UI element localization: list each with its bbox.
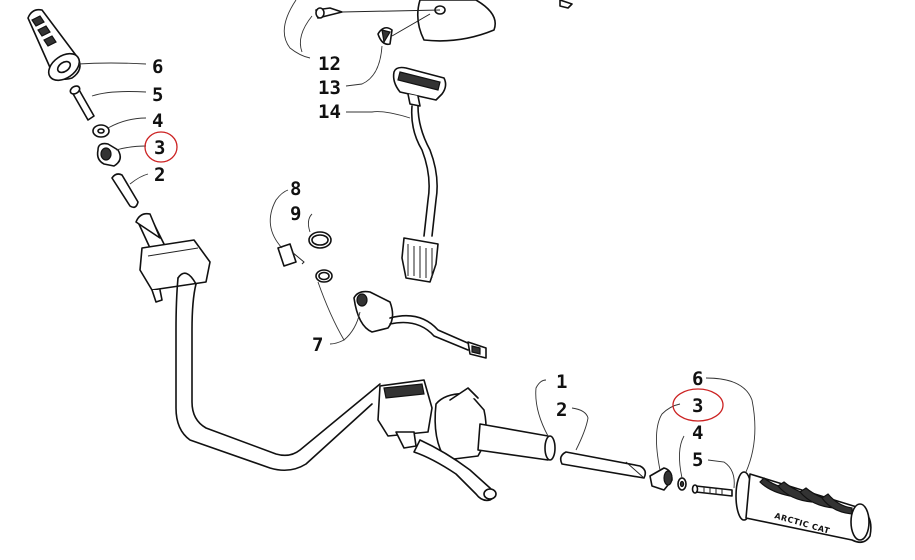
leader-lines [77,0,756,489]
right-bolt [691,484,733,497]
right-grip: ARCTIC CAT [735,471,872,544]
left-grip [27,8,81,82]
callout-mid-9: 9 [290,203,301,225]
brake-throttle-assembly [377,379,556,502]
left-bolt [69,85,95,121]
left-end-cap [96,142,122,167]
left-washer [92,124,110,138]
callout-mid-7: 7 [312,334,323,356]
callout-left-2: 2 [154,164,165,186]
callout-right-5: 5 [692,449,703,471]
right-end-cap [649,467,673,491]
callout-right-1: 1 [556,371,567,393]
callout-left-4: 4 [152,110,163,132]
callout-right-2: 2 [556,399,567,421]
right-bar-insert [559,451,647,479]
throttle-housing-parts [315,0,573,283]
kill-switch-parts [277,231,487,359]
right-washer [677,477,687,491]
callout-left-3: 3 [154,137,165,159]
callout-top-13: 13 [318,77,341,99]
highlight-circle-right [672,388,724,422]
callout-top-14: 14 [318,101,341,123]
highlight-circle-left [144,131,178,163]
callout-right-4: 4 [692,422,703,444]
callout-right-3: 3 [692,395,703,417]
callout-left-5: 5 [152,84,163,106]
callout-right-6: 6 [692,368,703,390]
callout-left-6: 6 [152,56,163,78]
left-bar-insert [111,173,139,209]
callout-top-12: 12 [318,53,341,75]
handlebar [135,212,381,472]
callout-mid-8: 8 [290,178,301,200]
